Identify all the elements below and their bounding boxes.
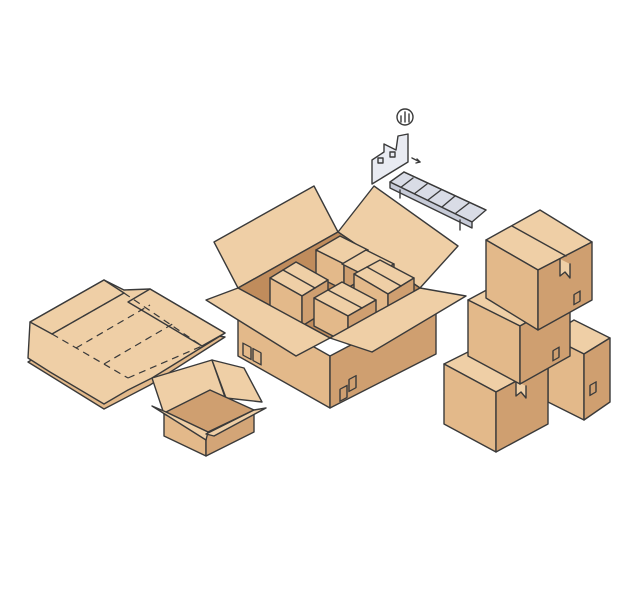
large-open-box xyxy=(205,185,467,409)
conveyor-belt-icon xyxy=(389,157,487,231)
stacked-boxes xyxy=(443,209,611,453)
small-open-box xyxy=(151,359,267,457)
chart-badge-icon xyxy=(396,108,414,126)
factory-icon xyxy=(371,133,409,185)
fragile-label-icon xyxy=(242,342,357,403)
inner-box-group xyxy=(269,235,415,345)
flat-unfolded-box xyxy=(27,279,226,410)
